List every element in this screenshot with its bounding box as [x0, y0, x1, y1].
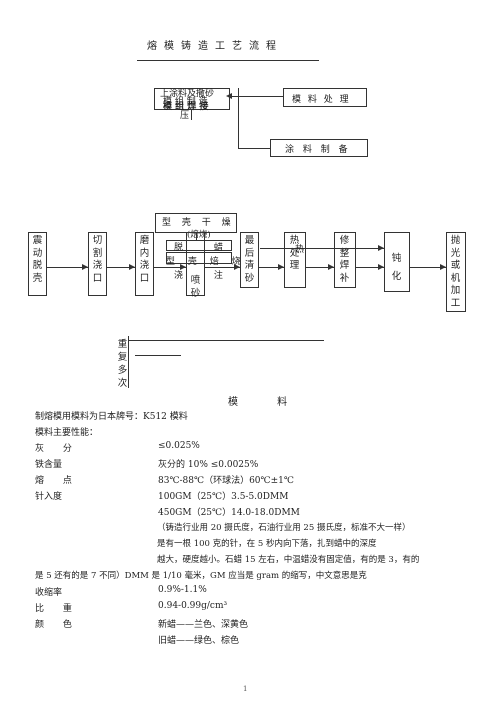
mold-material-box	[283, 88, 367, 107]
step-label-6: 热处理	[289, 235, 300, 271]
intro-line-1: 制熔模用模料为日本牌号：K512 模料	[35, 412, 188, 422]
shell-roast-row: 型 壳 焙 烧	[166, 257, 246, 267]
flow-connector	[238, 148, 271, 149]
density-value: 0.94-0.99g/cm³	[158, 601, 228, 611]
dewax-label: 脱 蜡	[174, 243, 237, 253]
coating-prep-label: 涂 料 制 备	[285, 145, 351, 155]
ash-label: 灰 分	[35, 444, 80, 454]
coating-prep-box	[270, 139, 368, 157]
flow-connector	[238, 88, 239, 148]
page-number: 1	[243, 685, 248, 693]
arrow-right	[82, 264, 88, 270]
flow-box-top	[154, 88, 230, 110]
flow-connector	[128, 336, 129, 388]
step-box-3	[135, 232, 154, 296]
arrow-right	[378, 245, 384, 251]
needle-value-2: 450GM（25℃）14.0-18.0DMM	[158, 508, 300, 518]
dewax-box	[166, 240, 232, 251]
flow-top-line1: 上涂料及撒砂	[160, 89, 215, 99]
arrow-right	[328, 264, 334, 270]
flow-top-line3: 模 组 焊 接	[163, 102, 209, 112]
step-box-6	[284, 232, 306, 288]
arrow-right	[180, 264, 186, 270]
step-label-7: 修整焊补	[339, 235, 350, 284]
melt-label: 熔 点	[35, 476, 80, 486]
section-title: 模 料	[228, 397, 306, 408]
pour-label: 浇 注	[174, 271, 237, 281]
shrink-value: 0.9%-1.1%	[158, 585, 207, 595]
flow-connector	[135, 355, 181, 356]
shrink-label: 收缩率	[35, 588, 63, 598]
flow-connector	[260, 248, 384, 249]
intro-line-2: 模料主要性能：	[35, 428, 99, 438]
color-value-2: 旧蜡——绿色、棕色	[158, 636, 240, 646]
note-line-2: 是有一根 100 克的针，在 5 秒内向下落，扎到蜡中的深度	[157, 539, 377, 549]
iron-label: 铁含量	[35, 460, 63, 470]
arrow-right	[278, 264, 284, 270]
repeat-label: 重复多次	[117, 339, 128, 389]
needle-label: 针入度	[35, 492, 63, 502]
note-line-1: （铸造行业用 20 摄氏度，石油行业用 25 摄氏度，标准不大一样）	[157, 523, 411, 533]
step-label-4: 喷砂	[190, 275, 201, 299]
step-box-9	[446, 232, 466, 312]
step-box-4	[186, 232, 205, 296]
flow-connector	[191, 110, 192, 120]
shell-roast-box	[166, 252, 232, 264]
step-box-2	[88, 232, 107, 296]
arrow-left	[226, 93, 232, 99]
step-box-7	[334, 232, 356, 288]
note-line-3: 越大，硬度越小。石蜡 15 左右，中温蜡没有固定值，有的是 3，有的	[157, 555, 420, 565]
step-box-8	[384, 232, 410, 292]
step-label-5: 最后清砂	[244, 235, 255, 284]
heat-overlay: 热	[295, 245, 305, 255]
flow-top-line2: 模 组 制 造	[163, 97, 208, 107]
step-label-9: 抛光或机加工	[450, 235, 461, 309]
mold-material-label: 模 料 处 理	[292, 95, 351, 105]
flow-connector	[154, 267, 186, 268]
flow-connector	[306, 267, 334, 268]
arrow-right	[234, 264, 240, 270]
flow-connector	[47, 267, 88, 268]
step-label-3: 磨内浇口	[139, 235, 150, 284]
flow-connector	[107, 267, 135, 268]
page-title: 熔模铸造工艺流程	[147, 41, 283, 52]
shell-dry-label: 型 壳 干 燥	[162, 218, 235, 228]
color-label: 颜 色	[35, 620, 80, 630]
step-box-5	[240, 232, 259, 288]
flow-connector	[205, 267, 240, 268]
flow-connector	[410, 267, 446, 268]
arrow-right	[378, 264, 384, 270]
arrow-right	[440, 264, 446, 270]
flow-top-sub: 压	[180, 111, 190, 121]
flow-connector	[356, 267, 384, 268]
step-label-8: 钝化	[391, 253, 402, 282]
density-label: 比 重	[35, 604, 80, 614]
iron-value: 灰分的 10% ≤0.0025%	[158, 460, 259, 470]
flow-connector	[230, 96, 284, 97]
flow-connector	[196, 233, 197, 241]
color-value-1: 新蜡——兰色、深黄色	[158, 620, 249, 630]
step-label-1: 震动脱壳	[32, 235, 43, 284]
step-box-1	[28, 232, 47, 296]
needle-value-1: 100GM（25℃）3.5-5.0DMM	[158, 492, 289, 502]
shell-roast-label: (焙烧)	[187, 230, 211, 240]
note-line-4: 是 5 还有的是 7 不同）DMM 是 1/10 毫米，GM 应当是 gram …	[35, 571, 367, 581]
melt-value: 83℃-88℃（环球法）60℃±1℃	[158, 476, 294, 486]
flow-connector	[259, 267, 284, 268]
step-label-2: 切割浇口	[92, 235, 103, 284]
flow-connector	[128, 340, 324, 341]
arrow-right	[129, 264, 135, 270]
ash-value: ≤0.025%	[158, 441, 200, 451]
title-underline	[137, 60, 319, 61]
